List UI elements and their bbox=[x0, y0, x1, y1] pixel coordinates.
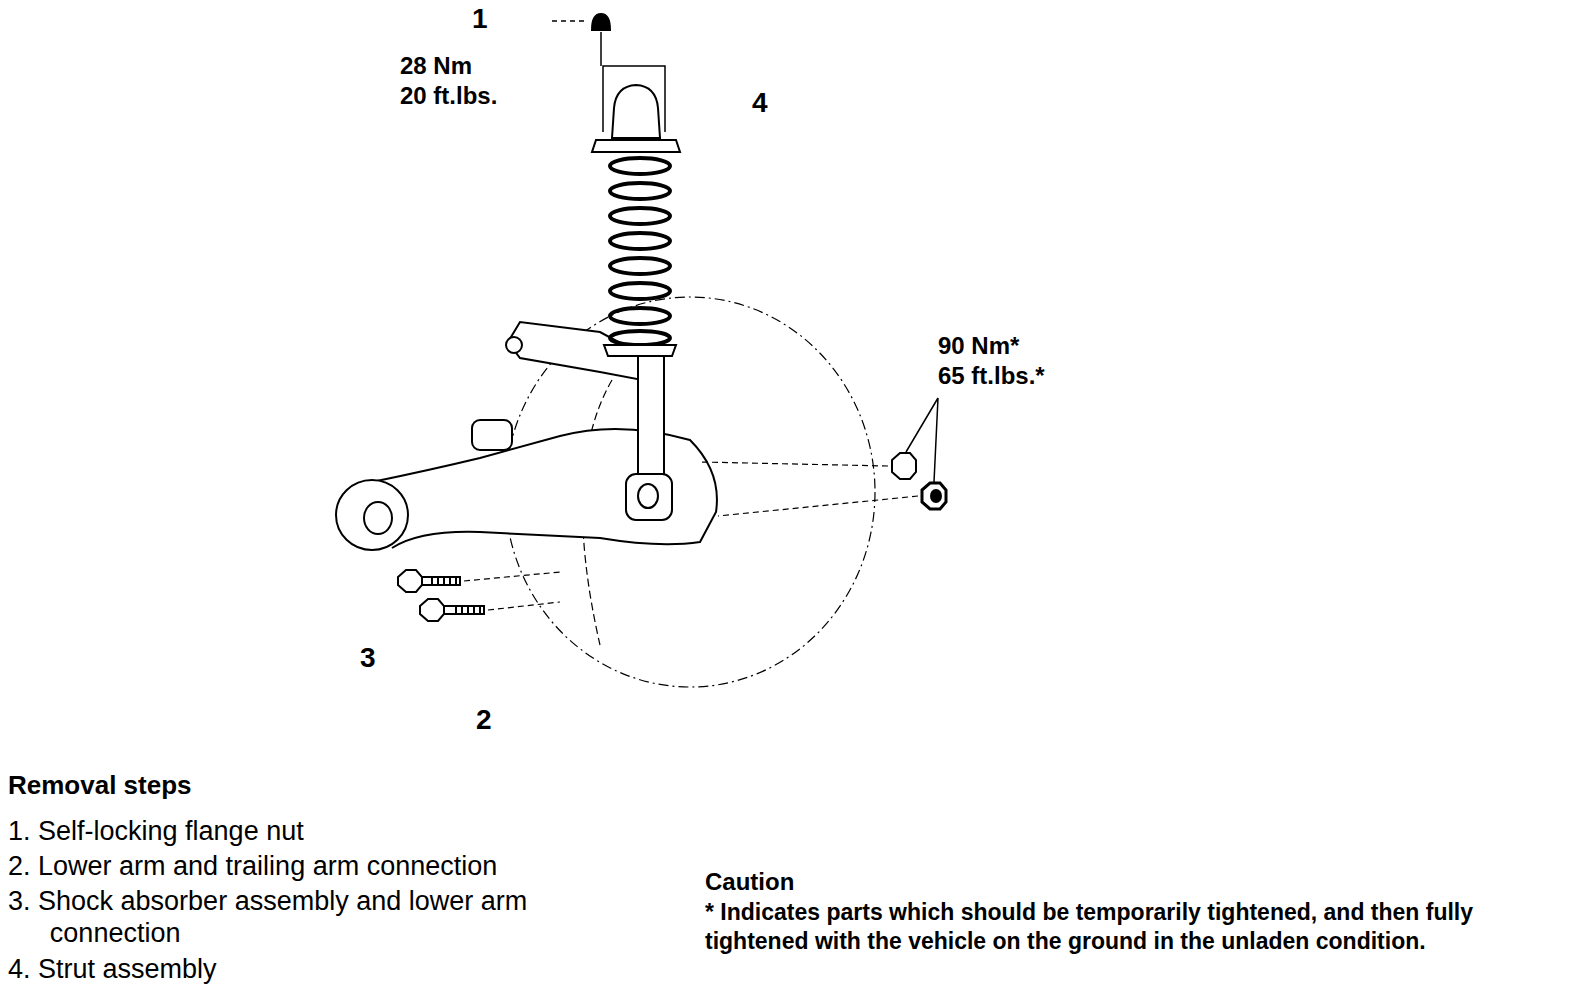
step-item: 4. Strut assembly bbox=[8, 953, 217, 985]
torque-spec: 28 Nm bbox=[400, 52, 472, 81]
shock-eye bbox=[626, 474, 672, 520]
bolt-head bbox=[398, 570, 422, 592]
bushing-bore bbox=[364, 502, 392, 534]
torque-spec: 20 ft.lbs. bbox=[400, 82, 497, 111]
callout-number: 1 bbox=[472, 2, 488, 36]
flange-nut bbox=[592, 14, 610, 30]
spring-coil bbox=[610, 183, 670, 199]
trailing-arm-bushing bbox=[336, 480, 408, 550]
spring-coil bbox=[610, 158, 670, 174]
nut-bore bbox=[931, 490, 941, 502]
callout-number: 3 bbox=[360, 641, 376, 675]
spring-coil bbox=[610, 233, 670, 249]
bolt-shaft bbox=[422, 577, 460, 585]
spring-coil bbox=[610, 208, 670, 224]
torque-spec: 65 ft.lbs.* bbox=[938, 362, 1045, 391]
bolt-head bbox=[420, 599, 444, 621]
lower-spring-seat bbox=[604, 345, 676, 356]
step-item: 2. Lower arm and trailing arm connection bbox=[8, 850, 497, 882]
bolt-shaft bbox=[444, 606, 484, 614]
spring-coil bbox=[610, 308, 670, 324]
leader-line bbox=[552, 20, 588, 22]
leader-line bbox=[906, 398, 938, 482]
spring-coil bbox=[610, 258, 670, 274]
leader-line bbox=[700, 462, 918, 516]
torque-spec: 90 Nm* bbox=[938, 332, 1019, 361]
caution-note: * Indicates parts which should be tempor… bbox=[705, 898, 1577, 956]
callout-number: 4 bbox=[752, 86, 768, 120]
caution-heading: Caution bbox=[705, 868, 794, 897]
arm-end bbox=[506, 337, 522, 353]
leader-line bbox=[464, 572, 560, 610]
spring-coil bbox=[610, 283, 670, 299]
spring-coil bbox=[610, 331, 670, 345]
leader-line bbox=[600, 32, 602, 66]
eye-bore bbox=[638, 484, 658, 508]
upper-spring-seat bbox=[592, 140, 680, 152]
coil-spring bbox=[610, 158, 670, 345]
section-heading: Removal steps bbox=[8, 770, 192, 801]
bump-stop bbox=[612, 85, 660, 138]
strut-illustration bbox=[336, 14, 946, 687]
step-item: 3. Shock absorber assembly and lower arm… bbox=[8, 885, 650, 950]
callout-number: 2 bbox=[476, 703, 492, 737]
nut bbox=[922, 483, 946, 509]
lower-arm-bushing bbox=[472, 420, 512, 450]
shock-body bbox=[638, 356, 664, 474]
trailing-arm bbox=[372, 429, 717, 548]
nut bbox=[892, 453, 916, 479]
step-item: 1. Self-locking flange nut bbox=[8, 815, 304, 847]
